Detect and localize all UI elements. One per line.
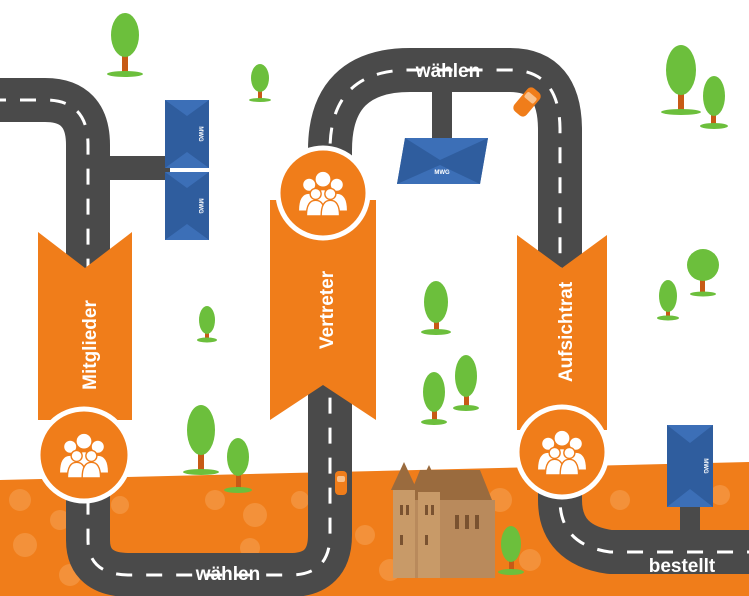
tree-icons [107, 13, 728, 575]
banner-label-vertreter: Vertreter [317, 270, 338, 349]
people-icon-vertreter [275, 145, 371, 241]
banner-aufsichtrat: Aufsichtrat [517, 235, 607, 430]
building-logo: MWG [434, 170, 450, 176]
building-icon: MWG [667, 425, 713, 507]
car-icon [513, 87, 541, 117]
building-icon: MWG MWG [165, 100, 209, 240]
banner-mitglieder: Mitglieder [38, 232, 132, 420]
car-icon [335, 471, 347, 495]
building-icon: MWG [397, 138, 488, 184]
road-label-bottom: wählen [195, 564, 260, 585]
church-icon [391, 462, 495, 578]
road-label-right: bestellt [649, 556, 716, 577]
people-icon-aufsichtrat [514, 404, 610, 500]
building-logo: MWG [197, 198, 203, 214]
people-icon-mitglieder [35, 406, 133, 504]
banner-label-aufsichtrat: Aufsichtrat [556, 281, 577, 382]
building-logo: MWG [702, 458, 708, 474]
banner-vertreter: Vertreter [270, 200, 376, 420]
banner-label-mitglieder: Mitglieder [80, 300, 101, 390]
road-label-top: wählen [415, 61, 480, 82]
building-logo: MWG [197, 126, 203, 142]
